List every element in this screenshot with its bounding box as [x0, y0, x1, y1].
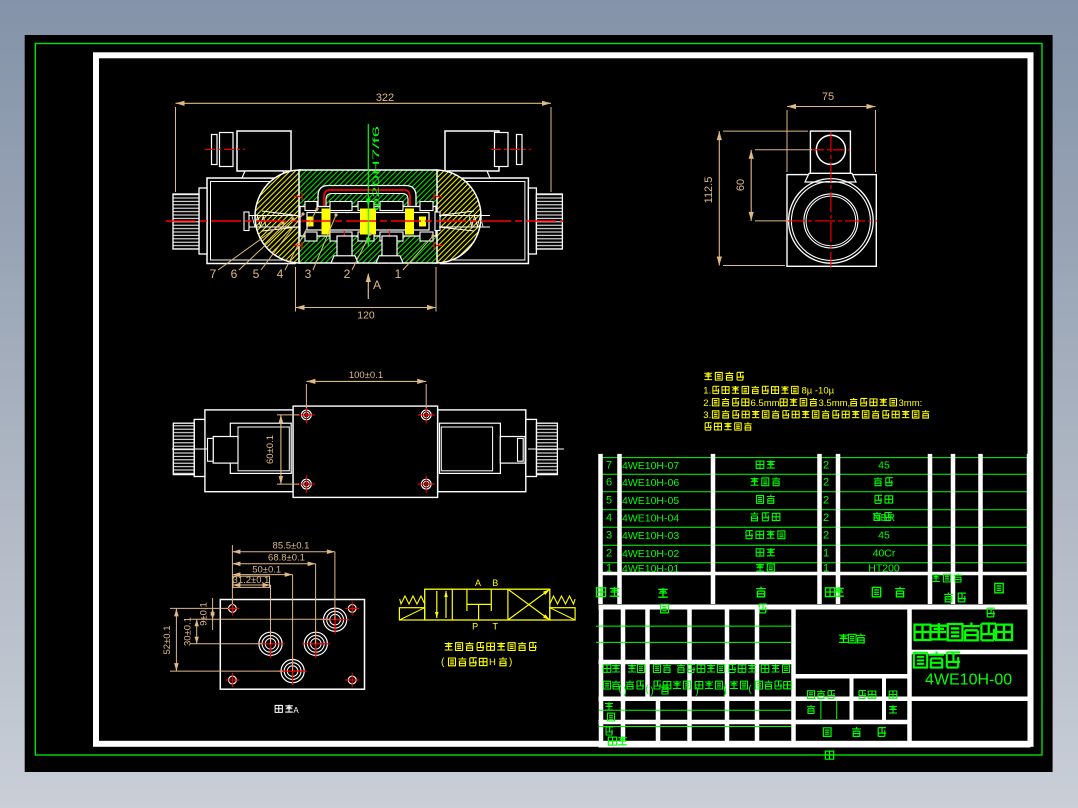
svg-text:2: 2: [344, 267, 351, 281]
svg-text:T: T: [492, 622, 498, 632]
svg-text:6: 6: [606, 477, 612, 489]
svg-text:4WE10H-07: 4WE10H-07: [622, 460, 679, 472]
svg-text:322: 322: [376, 92, 394, 104]
svg-text:): ): [723, 686, 726, 697]
svg-text:): ): [509, 657, 512, 668]
svg-text:A: A: [475, 578, 481, 588]
svg-text:): ): [695, 686, 698, 697]
svg-text:7: 7: [606, 460, 612, 472]
svg-text:2: 2: [823, 512, 829, 524]
svg-text:4WE10H-04: 4WE10H-04: [622, 512, 679, 524]
svg-text:4WE10H-06: 4WE10H-06: [622, 477, 679, 489]
svg-text:45: 45: [878, 530, 890, 542]
svg-text:2: 2: [823, 460, 829, 472]
svg-text:9±0.1: 9±0.1: [199, 602, 210, 626]
svg-text:2: 2: [823, 530, 829, 542]
svg-text:(: (: [748, 684, 752, 695]
svg-text:3.: 3.: [703, 410, 711, 421]
svg-text:H: H: [489, 657, 496, 668]
svg-text:HT200: HT200: [868, 563, 900, 575]
svg-text:31.2±0.1: 31.2±0.1: [233, 575, 270, 586]
svg-text:P: P: [472, 622, 478, 632]
svg-text:112.5: 112.5: [703, 177, 715, 204]
svg-text:45: 45: [878, 460, 890, 472]
svg-text:(: (: [645, 684, 649, 695]
svg-text:50±0.1: 50±0.1: [252, 565, 281, 576]
svg-text:6.5mm,: 6.5mm,: [751, 398, 783, 409]
svg-text:A: A: [373, 278, 381, 292]
svg-text:7: 7: [210, 267, 217, 281]
svg-text:52±0.1: 52±0.1: [162, 626, 173, 655]
svg-text:2.: 2.: [703, 398, 711, 409]
svg-text:2: 2: [823, 494, 829, 506]
svg-text:4WE10H-03: 4WE10H-03: [622, 530, 679, 542]
svg-text:30±0.1: 30±0.1: [183, 617, 194, 646]
svg-text:(: (: [441, 657, 445, 668]
svg-text:1.: 1.: [703, 386, 711, 397]
svg-text:5: 5: [253, 267, 260, 281]
svg-text:3: 3: [305, 267, 312, 281]
svg-text:85.5±0.1: 85.5±0.1: [273, 541, 310, 552]
svg-text:4WE10H-02: 4WE10H-02: [622, 548, 679, 560]
svg-text:φ20H7/f6: φ20H7/f6: [371, 126, 382, 211]
svg-text:75: 75: [822, 91, 834, 103]
svg-text:): ): [623, 686, 626, 697]
svg-text:120: 120: [357, 310, 375, 322]
svg-text:1: 1: [823, 563, 829, 575]
svg-text:4WE10H-00: 4WE10H-00: [925, 672, 1012, 689]
svg-text:2: 2: [606, 547, 612, 559]
svg-text:4: 4: [277, 267, 284, 281]
svg-text:60±0.1: 60±0.1: [265, 435, 276, 464]
svg-text:3: 3: [606, 530, 612, 542]
svg-text:3.5mm,: 3.5mm,: [819, 398, 851, 409]
svg-text:40Cr: 40Cr: [873, 547, 896, 559]
svg-text:2: 2: [823, 477, 829, 489]
svg-text:B: B: [492, 578, 498, 588]
svg-text:): ): [650, 686, 653, 697]
svg-text:3mm:: 3mm:: [899, 398, 923, 409]
svg-text:100±0.1: 100±0.1: [349, 370, 383, 381]
svg-text:(: (: [618, 684, 622, 695]
svg-text:4WE10H-05: 4WE10H-05: [622, 495, 679, 507]
svg-text:A: A: [293, 706, 299, 715]
svg-text:4: 4: [606, 512, 612, 524]
svg-text:4WE10H-01: 4WE10H-01: [622, 563, 679, 575]
svg-text:5: 5: [606, 494, 612, 506]
svg-text:60: 60: [735, 179, 747, 191]
svg-text:1: 1: [606, 563, 612, 575]
svg-text:(: (: [723, 684, 727, 695]
svg-text:1: 1: [395, 267, 402, 281]
svg-text:1: 1: [823, 547, 829, 559]
svg-text:68.8±0.1: 68.8±0.1: [268, 553, 305, 564]
svg-text:8µ -10µ: 8µ -10µ: [802, 386, 835, 397]
svg-text:6: 6: [231, 267, 238, 281]
